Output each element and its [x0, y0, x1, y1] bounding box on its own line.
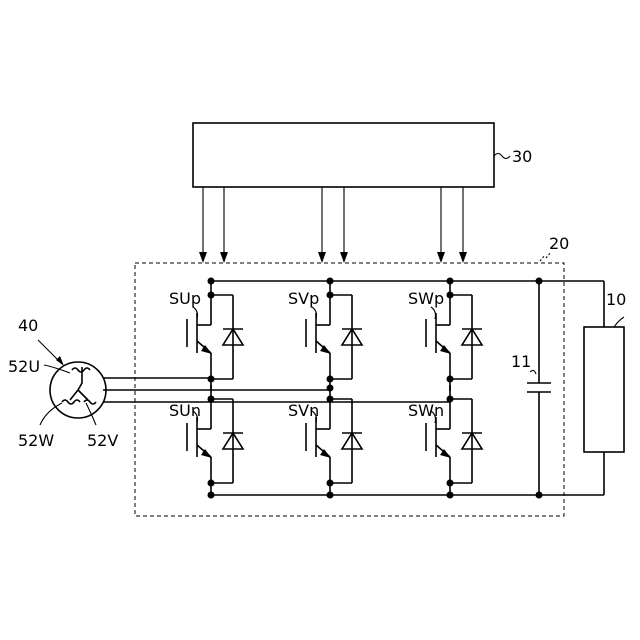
- dc-bus: [211, 281, 604, 495]
- switch-label-swn: SWn: [408, 401, 444, 420]
- motor: 40 52U 52W 52V: [8, 316, 118, 450]
- switch-label-svp: SVp: [288, 289, 319, 308]
- phase-w-leg: [426, 278, 543, 499]
- phase-v-leg: [306, 278, 362, 499]
- gate-signal-lines: [199, 187, 467, 263]
- motor-label: 40: [18, 316, 38, 335]
- switch-label-sun: SUn: [169, 401, 201, 420]
- coil-v-label: 52V: [87, 431, 118, 450]
- phase-u-leg: [187, 278, 243, 499]
- inverter-label: 20: [549, 234, 569, 253]
- controller-block: 30: [193, 123, 532, 187]
- switch-label-swp: SWp: [408, 289, 444, 308]
- motor-phase-lines: [103, 378, 450, 402]
- coil-u-label: 52U: [8, 357, 40, 376]
- switch-label-svn: SVn: [288, 401, 319, 420]
- battery: 10: [584, 290, 626, 452]
- battery-label: 10: [606, 290, 626, 309]
- coil-w-label: 52W: [18, 431, 54, 450]
- capacitor-label: 11: [511, 352, 531, 371]
- switch-label-sup: SUp: [169, 289, 201, 308]
- capacitor: 11: [511, 281, 551, 495]
- controller-label: 30: [512, 147, 532, 166]
